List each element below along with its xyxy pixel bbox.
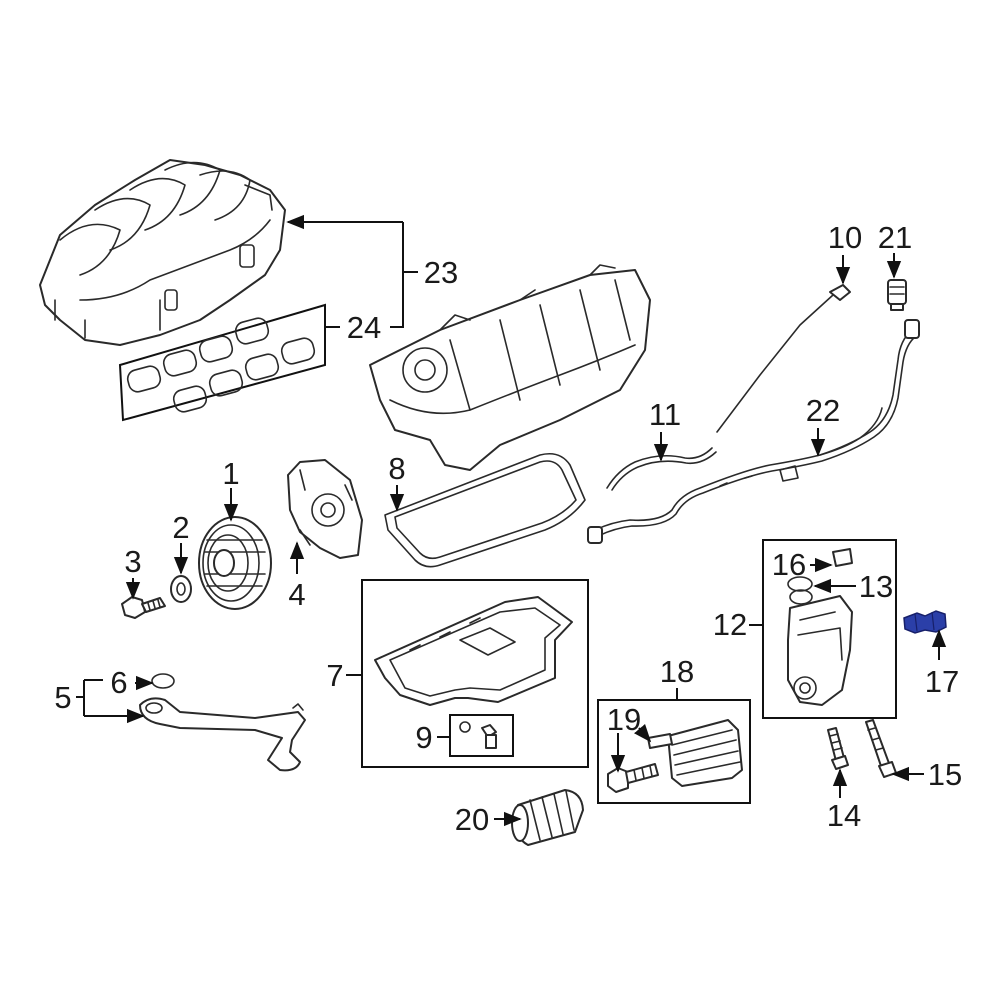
pulley-bolt[interactable] — [121, 596, 166, 619]
drain-plug[interactable] — [459, 721, 497, 749]
callout-10: 10 — [828, 220, 862, 255]
callout-2: 2 — [172, 510, 189, 545]
oil-filter[interactable] — [511, 789, 584, 846]
callout-9: 9 — [415, 720, 432, 755]
oil-cooler[interactable] — [647, 719, 743, 787]
callout-23: 23 — [424, 255, 458, 290]
callout-5: 5 — [54, 680, 71, 715]
callout-17: 17 — [925, 664, 959, 699]
cooler-fitting[interactable] — [607, 763, 659, 793]
callout-1: 1 — [222, 456, 239, 491]
callout-24: 24 — [347, 310, 381, 345]
callout-12: 12 — [713, 607, 747, 642]
callout-19: 19 — [607, 702, 641, 737]
front-seal[interactable] — [832, 548, 853, 567]
washer[interactable] — [170, 575, 192, 603]
callout-14: 14 — [827, 798, 861, 833]
intake-manifold[interactable] — [39, 159, 286, 346]
callout-21: 21 — [878, 220, 912, 255]
oil-cooler-lines[interactable] — [587, 319, 920, 544]
callout-18: 18 — [660, 654, 694, 689]
timing-cover[interactable] — [787, 595, 853, 706]
highlighted-sensor[interactable] — [903, 610, 947, 634]
oil-pan-box — [361, 579, 589, 768]
oil-pump[interactable] — [287, 459, 363, 559]
bolt-14[interactable] — [827, 727, 849, 770]
oil-cooler-box — [597, 699, 751, 804]
callout-20: 20 — [455, 802, 489, 837]
callout-labels: 1 2 3 4 5 6 7 8 9 10 11 12 13 14 15 16 1… — [54, 220, 962, 837]
oil-pickup-tube[interactable] — [139, 697, 306, 772]
oil-pan-gasket[interactable] — [384, 452, 586, 568]
oil-pressure-sensor[interactable] — [887, 279, 907, 311]
bolt-15[interactable] — [865, 719, 897, 778]
callout-13: 13 — [859, 569, 893, 604]
callout-8: 8 — [388, 451, 405, 486]
callout-16: 16 — [772, 547, 806, 582]
callout-22: 22 — [806, 393, 840, 428]
callout-11: 11 — [649, 397, 681, 432]
timing-cover-box — [762, 539, 897, 719]
callout-3: 3 — [124, 544, 141, 579]
cover-gaskets[interactable] — [787, 576, 813, 605]
intake-gaskets[interactable] — [118, 303, 326, 422]
leader-lines — [76, 214, 947, 827]
dipstick[interactable] — [716, 284, 851, 433]
callout-4: 4 — [288, 577, 305, 612]
oil-pan[interactable] — [374, 596, 573, 706]
crankshaft-pulley[interactable] — [198, 516, 272, 610]
callout-7: 7 — [326, 658, 343, 693]
drain-plug-box — [449, 714, 514, 757]
pickup-o-ring[interactable] — [151, 673, 175, 689]
callout-6: 6 — [110, 665, 127, 700]
callout-15: 15 — [928, 757, 962, 792]
engine-block — [369, 264, 651, 471]
